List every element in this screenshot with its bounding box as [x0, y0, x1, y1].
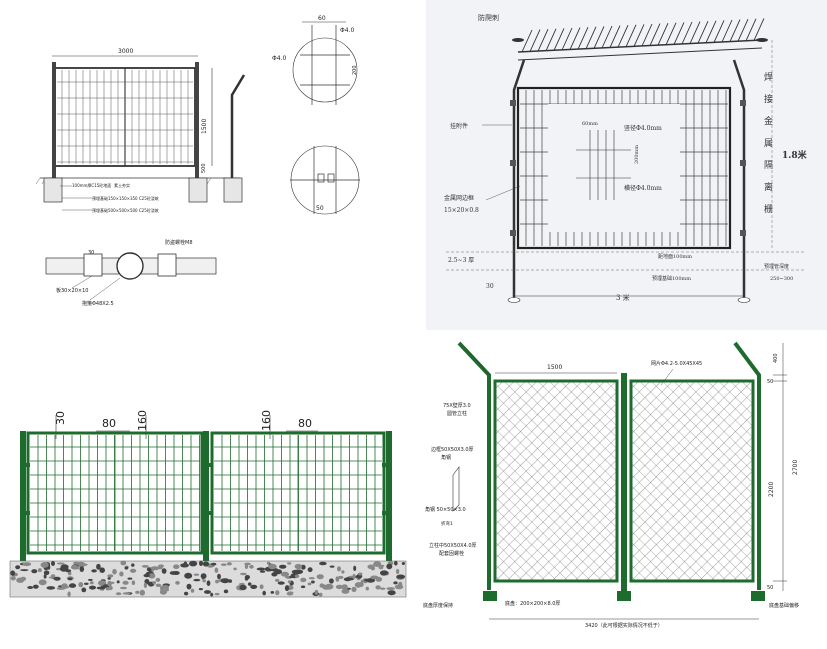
corner-steel-icon — [452, 466, 460, 512]
label-anti-climb: 防爬刺 — [478, 13, 499, 22]
dim-30: 30 — [54, 411, 67, 425]
label-height: 1.8米 — [782, 149, 808, 161]
note-rammed-soil: 素土夯实 — [114, 182, 130, 188]
vertical-char: 属 — [764, 138, 773, 149]
label-clip: 挂附件 — [450, 122, 468, 130]
label-foundation: 预埋基础100mm — [652, 275, 691, 282]
hoop-ring — [116, 252, 144, 280]
dim-200: 200 — [352, 65, 358, 75]
label-thickness: 2.5~3 厚 — [448, 257, 474, 264]
foundation-mid — [188, 177, 208, 203]
dim-80-right: 80 — [298, 417, 312, 430]
label-support: 立柱中50X50X4.0厚 — [429, 542, 477, 549]
post-middle — [621, 373, 627, 591]
dim-160-right: 160 — [260, 410, 273, 431]
label-base: 底盘：200×200×8.0厚 — [505, 600, 560, 607]
label-total-width: 3420（此可根据实际情况不低于） — [585, 622, 663, 629]
vertical-char: 金 — [764, 115, 773, 127]
panel-technical-drawing-fence: 3000 1500 500 100mm厚C15砼地面 素土夯实 预埋基础150×… — [0, 0, 413, 330]
mesh-panel-right — [629, 379, 755, 583]
dim-60: 60 — [318, 15, 326, 22]
panel-welded-fence-photo-drawing: 防爬刺 60mm 竖径Φ4.0mm 200mm 横径Φ4.0mm 挂附件 金属网… — [426, 0, 827, 330]
post-3 — [386, 431, 392, 597]
drawing-fence-elevation: 3000 1500 500 100mm厚C15砼地面 素土夯实 预埋基础150×… — [35, 15, 360, 307]
fence-mesh — [30, 435, 382, 551]
dim-400: 400 — [773, 353, 779, 363]
note-concrete-floor: 100mm厚C15砼地面 — [72, 182, 111, 188]
post-1 — [20, 431, 26, 597]
label-bend: 折弯1 — [441, 520, 453, 527]
label-support-bolt: 配套固螺栓 — [439, 550, 464, 557]
dim-width: 3000 — [118, 48, 133, 55]
vertical-char: 焊 — [764, 71, 773, 83]
label-base-left: 底盘厚度保持 — [423, 602, 453, 609]
vertical-char: 栅 — [764, 203, 773, 215]
label-3m: 3 米 — [616, 293, 630, 302]
dim-80-left: 80 — [102, 417, 116, 430]
dim-50-top: 50 — [767, 379, 773, 385]
dim-1500: 1500 — [547, 364, 562, 371]
note-foundation-small: 预埋基础150×150×350 C25砼浇筑 — [92, 195, 159, 201]
base-left — [483, 591, 497, 601]
label-post-depth: 预埋管深度 — [764, 263, 789, 270]
fence-panel-right — [210, 431, 386, 555]
label-wire-horizontal: 横径Φ4.0mm — [624, 184, 662, 192]
label-frame-size: 15×20×0.8 — [444, 207, 479, 214]
label-hoop: 抱箍Φ48X2.5 — [82, 300, 114, 307]
label-frame: 金属网边框 — [444, 194, 474, 202]
fence-mesh — [57, 70, 193, 164]
dim-small: 500 — [201, 163, 207, 173]
dim-50-bottom: 50 — [767, 585, 773, 591]
dim-160-left: 160 — [136, 410, 149, 431]
mesh-panel-left — [493, 379, 619, 583]
foundation-left — [43, 177, 63, 203]
anti-climb-spikes — [521, 18, 765, 53]
label-corner-spec: 角钢 50×50×3.0 — [425, 506, 466, 513]
vertical-char: 隔 — [764, 160, 773, 171]
label-pipe-spec: 75X壁厚3.0 — [443, 402, 471, 409]
base-middle — [617, 591, 631, 601]
panel-chain-link-fence: 1500 网片Φ4.2-5.0X45X45 75X壁厚3.0 圆管立柱 边框50… — [413, 335, 827, 649]
base-right — [751, 591, 765, 601]
detail-circle-top — [292, 37, 358, 103]
label-200mm: 200mm — [634, 145, 640, 164]
drawing-green-fence: 30 80 160 160 80 — [9, 410, 407, 598]
vertical-char: 接 — [764, 93, 773, 105]
drawing-welded-fence: 防爬刺 60mm 竖径Φ4.0mm 200mm 横径Φ4.0mm 挂附件 金属网… — [444, 13, 808, 303]
post-right — [733, 341, 761, 590]
post-right — [732, 59, 746, 300]
panel-green-fence-gabion: 30 80 160 160 80 — [0, 335, 413, 649]
label-ground-gap: 距地面100mm — [658, 253, 692, 260]
label-wire-vertical: 竖径Φ4.0mm — [624, 124, 662, 132]
dim-30: 30 — [88, 250, 94, 256]
note-foundation-large: 预埋基础500×500×500 C25砼浇筑 — [92, 207, 159, 213]
label-plate: 板30×20×10 — [56, 287, 88, 294]
label-base-right: 底盘基础偏移 — [769, 602, 799, 609]
label-depth-value: 250~300 — [770, 276, 793, 282]
label-frame-spec: 边框50X50X3.0厚 — [431, 446, 474, 453]
label-mesh-spec: 网片Φ4.2-5.0X45X45 — [651, 360, 702, 367]
label-30: 30 — [486, 283, 494, 290]
label-anti-theft-bolt: 防盗螺栓M8 — [165, 239, 193, 246]
gabion-stones — [10, 560, 406, 597]
label-corner: 角钢 — [441, 454, 451, 461]
label-60mm: 60mm — [582, 121, 598, 127]
dim-phi4-top: Φ4.0 — [340, 27, 354, 34]
fence-panel-left — [26, 431, 204, 555]
vertical-char: 离 — [764, 181, 773, 193]
dim-2200: 2200 — [768, 482, 775, 497]
drawing-chain-link-fence: 1500 网片Φ4.2-5.0X45X45 75X壁厚3.0 圆管立柱 边框50… — [423, 341, 799, 629]
side-post — [230, 74, 246, 190]
dim-50: 50 — [316, 205, 324, 212]
dim-height: 1500 — [201, 119, 208, 134]
dim-phi4-left: Φ4.0 — [272, 55, 286, 62]
dim-2700: 2700 — [792, 460, 799, 475]
fence-panel — [516, 86, 732, 250]
label-pipe-post: 圆管立柱 — [447, 410, 467, 417]
foundation-right — [223, 177, 243, 203]
